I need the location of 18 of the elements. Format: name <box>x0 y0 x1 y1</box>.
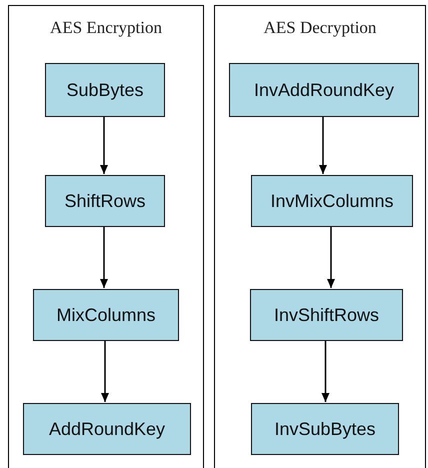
arrow <box>100 116 108 174</box>
process-box: InvMixColumns <box>251 175 413 227</box>
arrow <box>101 340 109 402</box>
arrow <box>100 226 108 288</box>
arrow <box>319 116 327 174</box>
process-box: MixColumns <box>33 289 179 341</box>
process-box: InvShiftRows <box>250 289 403 341</box>
cluster-title: AES Decryption <box>264 18 376 38</box>
process-box: InvSubBytes <box>251 403 399 455</box>
cluster-title: AES Encryption <box>50 18 162 38</box>
process-box: SubBytes <box>45 63 165 117</box>
process-box: AddRoundKey <box>23 403 191 455</box>
arrow <box>322 340 330 402</box>
arrow <box>327 226 335 288</box>
process-box: InvAddRoundKey <box>229 63 419 117</box>
cluster-frame <box>8 5 204 468</box>
cluster-frame <box>214 5 426 468</box>
process-box: ShiftRows <box>45 175 165 227</box>
